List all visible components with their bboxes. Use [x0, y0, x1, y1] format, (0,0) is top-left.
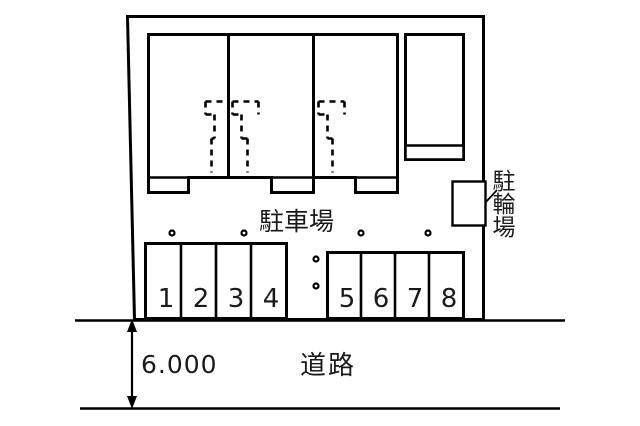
setback-dimension-arrow: [127, 319, 137, 409]
survey-dot-2-center: [242, 231, 246, 235]
dashed-stair-outlines: [204, 100, 346, 173]
parking-stall-number-1[interactable]: 1: [157, 284, 175, 314]
dashed-stair-b: [231, 100, 260, 173]
parking-stall-number-5[interactable]: 5: [338, 284, 356, 314]
parking-block-left: [144, 242, 288, 320]
road-boundaries: [75, 319, 565, 410]
building-unit-4: [404, 33, 465, 161]
parking-stall-number-2[interactable]: 2: [192, 284, 210, 314]
survey-dot-1-center: [170, 231, 174, 235]
building-unit-4-base-step: [404, 144, 465, 161]
building-unit-2: [227, 33, 315, 194]
survey-dot-5-center: [314, 257, 318, 261]
building-unit-1: [147, 33, 230, 194]
parking-stall-number-3[interactable]: 3: [227, 284, 245, 314]
parking-stall-number-4[interactable]: 4: [262, 284, 280, 314]
parking-lot-label: 駐車場: [259, 207, 335, 236]
parking-stall-number-8[interactable]: 8: [440, 284, 458, 314]
survey-dot-3-center: [359, 231, 363, 235]
dimension-arrowhead-bottom: [127, 396, 137, 409]
parking-block-right: [326, 251, 465, 320]
bicycle-parking-box: [451, 180, 487, 227]
dashed-stair-a: [204, 100, 229, 173]
parking-stall-number-6[interactable]: 6: [372, 284, 390, 314]
dashed-stair-c: [317, 100, 346, 173]
bicycle-parking-label: 駐輪場: [488, 169, 514, 238]
survey-dot-4-center: [426, 231, 430, 235]
dimension-arrowhead-top: [127, 319, 137, 332]
survey-dot-6-center: [314, 284, 318, 288]
road-label: 道路: [300, 351, 357, 381]
bicycle-parking-leader: [484, 189, 498, 204]
parking-stall-number-7[interactable]: 7: [406, 284, 424, 314]
setback-dimension-label: 6.000: [141, 350, 218, 379]
building-block: [147, 33, 465, 194]
survey-markers: [168, 229, 432, 290]
building-unit-3: [312, 33, 399, 194]
bicycle-parking-area: [451, 180, 498, 227]
